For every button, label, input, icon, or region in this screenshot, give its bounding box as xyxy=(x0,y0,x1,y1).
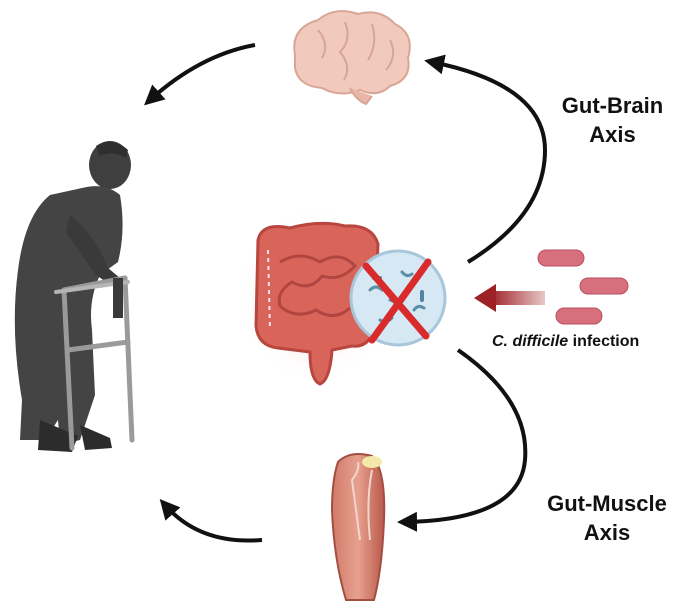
infection-arrow xyxy=(474,284,545,312)
cross-icon xyxy=(362,258,432,344)
gut-muscle-line1: Gut-Muscle xyxy=(547,491,667,516)
gut-brain-axis-label: Gut-Brain Axis xyxy=(545,92,680,149)
walker-icon xyxy=(54,275,135,451)
gut-brain-line1: Gut-Brain xyxy=(561,93,664,118)
arrow-gut-to-muscle xyxy=(397,348,528,532)
infection-label: C. difficile infection xyxy=(492,332,682,353)
bacteria-icon xyxy=(537,249,629,325)
intestine-icon xyxy=(235,205,395,386)
gut-muscle-axis-label: Gut-Muscle Axis xyxy=(532,490,682,547)
arrow-muscle-to-person xyxy=(159,498,263,543)
arrow-brain-to-person xyxy=(144,43,256,106)
brain-icon xyxy=(293,10,411,106)
infection-suffix: infection xyxy=(568,333,640,350)
leg-muscle-icon xyxy=(330,453,386,601)
gut-muscle-line2: Axis xyxy=(583,519,631,545)
infection-prefix: C. xyxy=(492,333,513,350)
arrow-gut-to-brain xyxy=(424,54,548,264)
elderly-person-icon xyxy=(14,141,131,452)
infection-species: difficile xyxy=(512,333,569,350)
gut-brain-line2: Axis xyxy=(589,121,636,147)
